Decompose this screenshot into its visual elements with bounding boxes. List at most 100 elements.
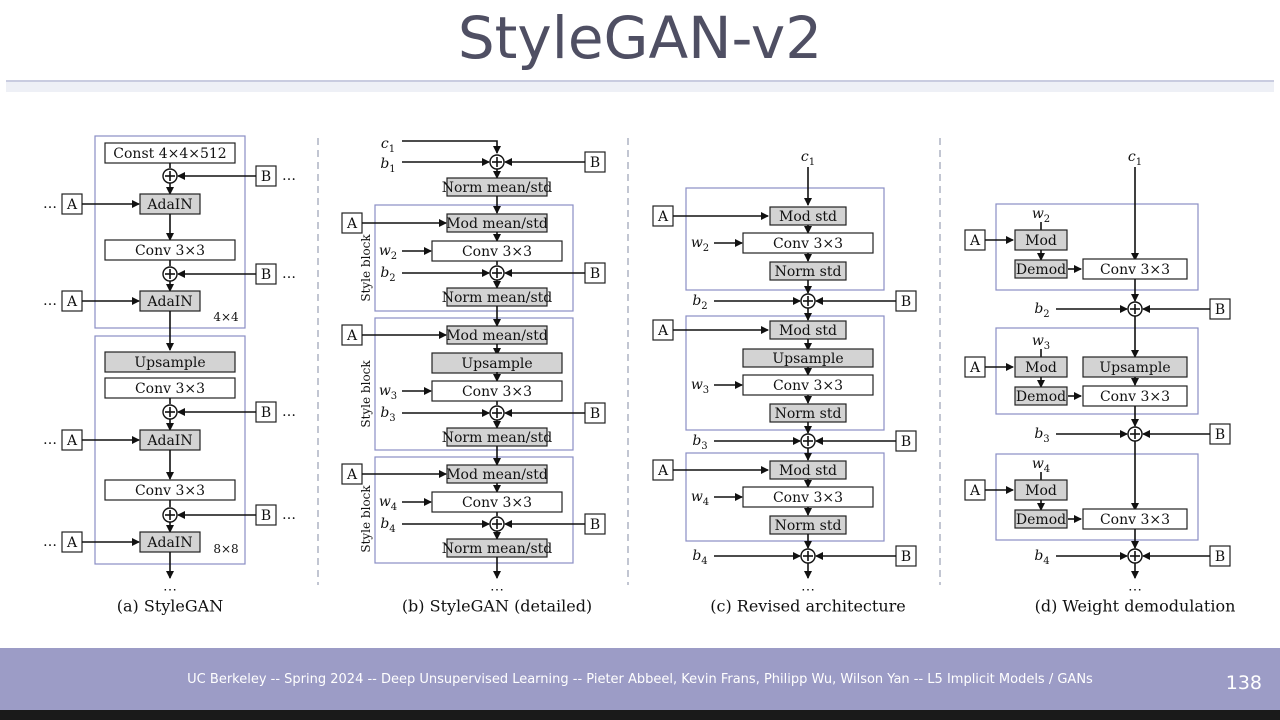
caption-c: (c) Revised architecture: [710, 597, 906, 616]
b-mod-3-label: Mod mean/std: [446, 467, 548, 483]
c-w-2: w3: [691, 377, 709, 396]
b-conv-1-label: Conv 3×3: [462, 244, 532, 260]
d-demod-1-box: [1014, 259, 1068, 279]
c-B-1-label: B: [901, 294, 911, 310]
slide-title: StyleGAN-v2: [457, 4, 823, 72]
b-style-block-1: [374, 204, 574, 312]
c-b-3: b4: [692, 548, 707, 567]
b-style-block-label-2: Style block: [359, 360, 373, 428]
footer-text: UC Berkeley -- Spring 2024 -- Deep Unsup…: [187, 672, 1093, 687]
d-B-1-label: B: [1215, 302, 1225, 318]
b-B-4-label: B: [590, 517, 600, 533]
b-conv-2-label: Conv 3×3: [462, 384, 532, 400]
b-w-1: w2: [379, 243, 397, 262]
d-B-3-label: B: [1215, 549, 1225, 565]
a-upsample-box: [104, 351, 236, 373]
b-norm-3-label: Norm mean/std: [442, 430, 553, 446]
a-adain-4-label: AdaIN: [146, 535, 192, 551]
d-c1: c1: [1128, 149, 1142, 168]
d-w-2: w3: [1032, 333, 1050, 352]
b-line-c1: [402, 140, 501, 154]
b-conv-3-label: Conv 3×3: [462, 495, 532, 511]
footer-bar: [0, 648, 1280, 710]
c-group-1: [685, 187, 885, 291]
d-group-1: [995, 203, 1199, 291]
b-dots-bottom: ⋯: [490, 582, 504, 598]
b-w-3: w4: [379, 494, 397, 513]
d-B-2-label: B: [1215, 427, 1225, 443]
b-A-3-label: A: [346, 467, 358, 483]
title-divider: [6, 80, 1274, 92]
a-A-4-label: A: [66, 535, 78, 551]
d-demod-2-box: [1014, 386, 1068, 406]
b-c1: c1: [381, 136, 395, 155]
d-demod-2-label: Demod: [1016, 389, 1066, 405]
a-dots-left-2: …: [43, 293, 57, 309]
c-B-3-label: B: [901, 549, 911, 565]
c-w-3: w4: [691, 489, 709, 508]
a-dots-bottom: ⋯: [163, 582, 177, 598]
c-A-1-label: A: [657, 209, 669, 225]
d-conv-3-label: Conv 3×3: [1100, 512, 1170, 528]
a-B-1-label: B: [261, 169, 271, 185]
a-res-4x4: 4×4: [213, 310, 239, 324]
d-upsample-label: Upsample: [1099, 360, 1170, 376]
a-adain-3-label: AdaIN: [146, 433, 192, 449]
c-group-2: [685, 315, 885, 431]
b-b-3: b4: [380, 516, 395, 535]
a-B-4-label: B: [261, 508, 271, 524]
b-b-1: b2: [380, 265, 395, 284]
a-dots-left-1: …: [43, 196, 57, 212]
c-conv-1-label: Conv 3×3: [773, 236, 843, 252]
c-A-2-label: A: [657, 323, 669, 339]
a-const-label: Const 4×4×512: [113, 146, 226, 162]
d-b-2: b3: [1034, 426, 1049, 445]
d-demod-3-box: [1014, 509, 1068, 529]
c-c1: c1: [801, 149, 815, 168]
a-conv-3-label: Conv 3×3: [135, 483, 205, 499]
a-adain-2-label: AdaIN: [146, 294, 192, 310]
a-A-1-label: A: [66, 197, 78, 213]
c-mod-2-label: Mod std: [779, 323, 837, 339]
a-res-8x8: 8×8: [213, 542, 238, 556]
d-conv-1-label: Conv 3×3: [1100, 262, 1170, 278]
d-A-1-label: A: [969, 233, 981, 249]
d-group-2: [995, 327, 1199, 415]
b-b-2: b3: [380, 405, 395, 424]
d-conv-2-label: Conv 3×3: [1100, 389, 1170, 405]
d-group-3: [995, 453, 1199, 541]
page-number: 138: [1225, 672, 1262, 694]
b-norm-2-label: Norm mean/std: [442, 290, 553, 306]
a-dots-right-1: …: [282, 168, 296, 184]
caption-b: (b) StyleGAN (detailed): [402, 597, 592, 616]
c-conv-3-label: Conv 3×3: [773, 490, 843, 506]
bottom-edge-bar: [0, 710, 1280, 720]
b-B-1-label: B: [590, 155, 600, 171]
b-B-2-label: B: [590, 266, 600, 282]
a-conv-2-label: Conv 3×3: [135, 381, 205, 397]
caption-d: (d) Weight demodulation: [1035, 597, 1236, 616]
c-norm-1-label: Norm std: [775, 264, 842, 280]
b-B-3-label: B: [590, 406, 600, 422]
c-mod-1-label: Mod std: [779, 209, 837, 225]
d-mod-1-label: Mod: [1025, 233, 1057, 249]
a-dots-right-2: …: [282, 266, 296, 282]
d-w-1: w2: [1032, 206, 1050, 225]
c-norm-3-label: Norm std: [775, 518, 842, 534]
c-group-3: [685, 452, 885, 542]
caption-a: (a) StyleGAN: [117, 597, 223, 616]
c-A-3-label: A: [657, 463, 669, 479]
b-style-block-label-3: Style block: [359, 485, 373, 553]
b-mod-2-label: Mod mean/std: [446, 328, 548, 344]
b-norm-4-label: Norm mean/std: [442, 541, 553, 557]
b-upsample-label: Upsample: [461, 356, 532, 372]
c-conv-2-label: Conv 3×3: [773, 378, 843, 394]
c-dots-bottom: ⋯: [801, 582, 815, 598]
c-upsample-label: Upsample: [772, 351, 843, 367]
d-b-1: b2: [1034, 301, 1049, 320]
b-b1: b1: [380, 156, 395, 175]
a-adain-1-label: AdaIN: [146, 197, 192, 213]
d-A-3-label: A: [969, 483, 981, 499]
d-demod-3-label: Demod: [1016, 512, 1066, 528]
b-style-block-label-1: Style block: [359, 234, 373, 302]
